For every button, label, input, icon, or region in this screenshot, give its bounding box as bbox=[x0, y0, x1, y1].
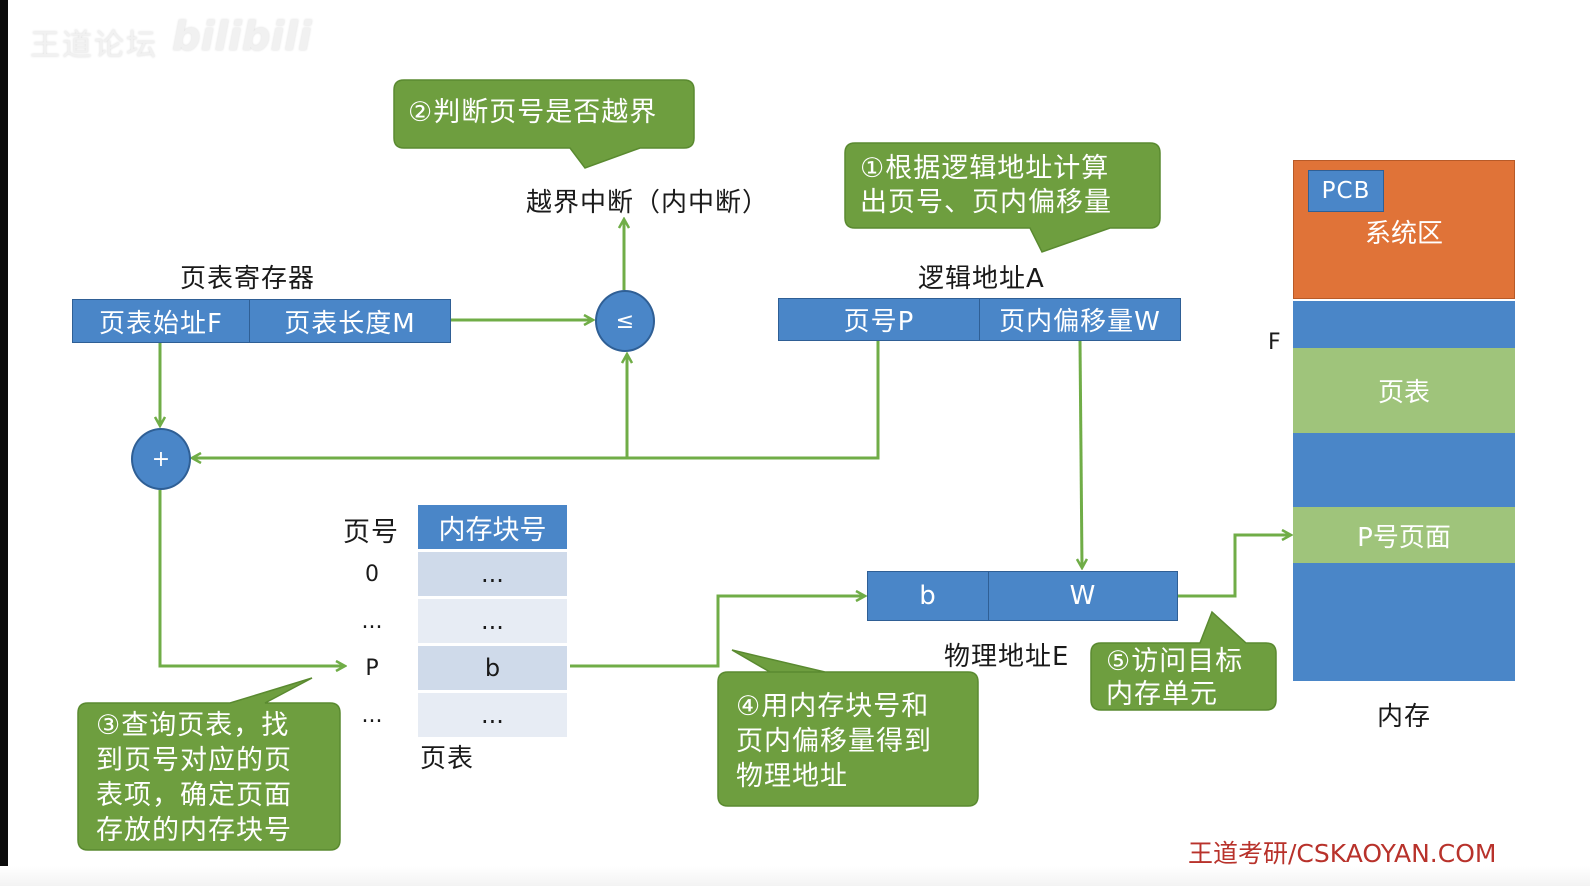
arrow-physical-to-memory bbox=[1178, 535, 1290, 598]
watermark-text: 王道论坛 bbox=[30, 28, 158, 63]
page-table-row-pageno: 0 bbox=[365, 562, 379, 587]
page-table-row-frame: ... bbox=[418, 552, 567, 596]
page-table-row-pageno: ... bbox=[361, 609, 383, 634]
callout-step5-shape bbox=[1090, 610, 1277, 711]
memory-page-table: 页表 bbox=[1293, 348, 1515, 433]
callout-step4-shape bbox=[717, 649, 979, 807]
adder-node: + bbox=[131, 428, 191, 490]
bilibili-logo: bilibili bbox=[172, 14, 312, 60]
page-table-row-frame: ... bbox=[418, 693, 567, 737]
compare-node: ≤ bbox=[595, 290, 655, 352]
arrow-adder-to-pagetable bbox=[158, 490, 344, 666]
page-table-caption: 页表 bbox=[420, 744, 475, 774]
memory-p-page: P号页面 bbox=[1293, 507, 1515, 563]
memory-block bbox=[1293, 433, 1515, 507]
memory-block bbox=[1293, 301, 1515, 348]
arrow-offset-to-physical bbox=[1080, 340, 1082, 567]
left-edge-bar bbox=[0, 0, 8, 886]
arrow-pageno-to-adder bbox=[193, 341, 880, 458]
memory-block bbox=[1293, 563, 1515, 681]
callout-step2-shape bbox=[393, 79, 695, 169]
page-table-row-pageno: P bbox=[365, 656, 379, 681]
bottom-edge bbox=[0, 866, 1590, 886]
callout-step4: ④用内存块号和 页内偏移量得到 物理地址 bbox=[736, 691, 932, 792]
callout-step2: ②判断页号是否越界 bbox=[408, 97, 658, 128]
physical-offset-field: W bbox=[988, 571, 1178, 621]
page-table-row-frame: ... bbox=[418, 599, 567, 643]
system-area-label: 系统区 bbox=[1364, 219, 1443, 249]
physical-frame-field: b bbox=[867, 571, 989, 621]
callout-step1-shape bbox=[844, 142, 1161, 253]
arrow-frame-to-physical bbox=[570, 596, 864, 668]
page-table-header-pageno: 页号 bbox=[343, 517, 399, 548]
page-table-header-frame: 内存块号 bbox=[418, 505, 567, 549]
footer-brand: 王道考研/CSKAOYAN.COM bbox=[1188, 839, 1497, 868]
logical-offset-field: 页内偏移量W bbox=[979, 298, 1181, 341]
page-table-register-title: 页表寄存器 bbox=[180, 264, 316, 294]
callout-step3: ③查询页表，找 到页号对应的页 表项，确定页面 存放的内存块号 bbox=[96, 710, 292, 846]
memory-caption: 内存 bbox=[1377, 702, 1432, 732]
overflow-interrupt-label: 越界中断（内中断） bbox=[526, 188, 770, 218]
logical-pageno-field: 页号P bbox=[778, 298, 980, 341]
page-table-start-field: 页表始址F bbox=[72, 299, 250, 343]
pcb-block: PCB bbox=[1308, 170, 1384, 212]
page-table-row-pageno: ... bbox=[361, 703, 383, 728]
callout-step5: ⑤访问目标 内存单元 bbox=[1106, 646, 1244, 710]
callout-step3-shape bbox=[77, 677, 341, 851]
page-table-row-frame: b bbox=[418, 646, 567, 690]
logical-address-title: 逻辑地址A bbox=[918, 264, 1045, 294]
memory-f-marker: F bbox=[1268, 330, 1282, 355]
physical-address-title: 物理地址E bbox=[944, 642, 1070, 672]
callout-step1: ①根据逻辑地址计算 出页号、页内偏移量 bbox=[860, 153, 1112, 218]
page-table-length-field: 页表长度M bbox=[249, 299, 451, 343]
